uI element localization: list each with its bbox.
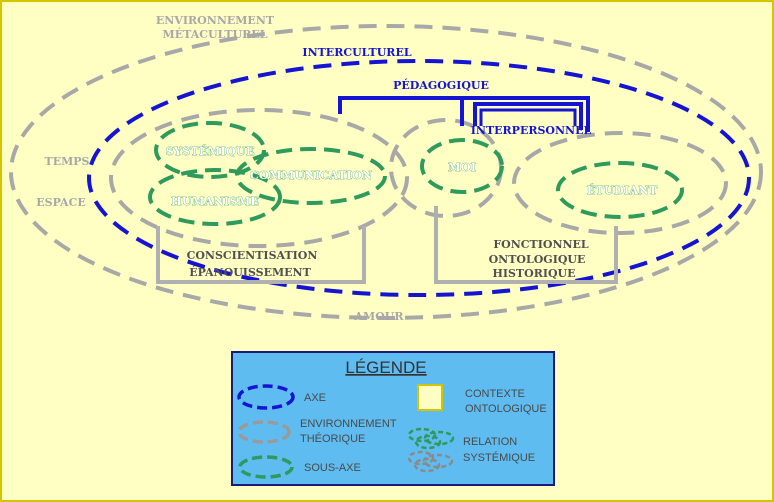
communication-label: COMMUNICATION [250,168,373,182]
humanisme-ellipse [148,168,282,226]
intercultural-axis-ellipse [87,59,751,297]
etudiant-ellipse [556,161,684,219]
pedagogique-label: PÉDAGOGIQUE [393,78,489,92]
communication-label-group: COMMUNICATION COMMUNICATION [249,168,373,183]
epanouissement-label: ÉPANOUISSEMENT [189,265,311,279]
left-theory-ellipse [109,108,409,248]
espace-label: ESPACE [36,196,85,209]
etudiant-label-group: ÉTUDIANT ÉTUDIANT [586,183,658,198]
legend-contexte-label-line1: CONTEXTE [465,388,525,400]
legend: LÉGENDE AXE ENVIRONNEMENT THÉORIQUE SOUS… [231,351,555,486]
environnement-label-line1: ENVIRONNEMENT [156,14,275,27]
systemique-ellipse [154,121,266,179]
svg-text:COMMUNICATION: COMMUNICATION [250,168,373,182]
legend-contexte-label-line2: ONTOLOGIQUE [465,403,547,415]
legend-axe-swatch [237,384,295,410]
legend-sous-axe-swatch [238,455,294,479]
temps-label: TEMPS [45,155,90,168]
moi-ellipse [420,138,504,194]
legend-relation-swatch [407,427,455,473]
etudiant-label: ÉTUDIANT [587,183,658,197]
interpersonnel-inner-bracket [479,108,577,126]
right-context-bracket [434,206,618,284]
ontologique-label: ONTOLOGIQUE [489,253,586,266]
systemique-label: SYSTÉMIQUE [165,144,254,158]
moi-label: MOI [448,160,476,174]
interpersonnel-bracket [473,102,583,130]
amour-label: AMOUR [353,310,404,323]
historique-label: HISTORIQUE [492,267,575,280]
metacultural-environment-ellipse [9,24,763,320]
environnement-label-line2: MÉTACULTUREL [163,27,268,41]
legend-environnement-label-line1: ENVIRONNEMENT [300,418,397,430]
moi-label-group: MOI MOI [448,160,477,175]
left-context-bracket [156,226,366,284]
legend-relation-label-line2: SYSTÉMIQUE [463,451,535,464]
legend-axe-label: AXE [304,392,326,404]
humanisme-label: HUMANISME [171,194,259,208]
legend-title: LÉGENDE [345,358,426,377]
interculturel-label: INTERCULTUREL [302,46,411,59]
legend-box [231,351,555,486]
right-theory-ellipse [512,131,728,235]
legend-contexte-swatch [417,384,443,411]
interpersonnel-label: INTERPERSONNEL [471,124,592,137]
humanisme-label-group: HUMANISME HUMANISME [171,194,260,209]
svg-text:SYSTÉMIQUE: SYSTÉMIQUE [165,144,254,158]
svg-text:HUMANISME: HUMANISME [171,194,259,208]
fonctionnel-label: FONCTIONNEL [493,238,589,251]
svg-text:MOI: MOI [448,160,476,174]
legend-relation-label-line1: RELATION [463,436,517,448]
conscientisation-label: CONSCIENTISATION [187,249,318,262]
legend-environnement-swatch [237,420,291,444]
communication-ellipse [235,147,387,205]
legend-environnement-label-line2: THÉORIQUE [300,432,365,445]
systemique-label-group: SYSTÉMIQUE SYSTÉMIQUE [165,144,255,159]
svg-text:ÉTUDIANT: ÉTUDIANT [587,183,658,197]
legend-sous-axe-label: SOUS-AXE [304,462,361,474]
